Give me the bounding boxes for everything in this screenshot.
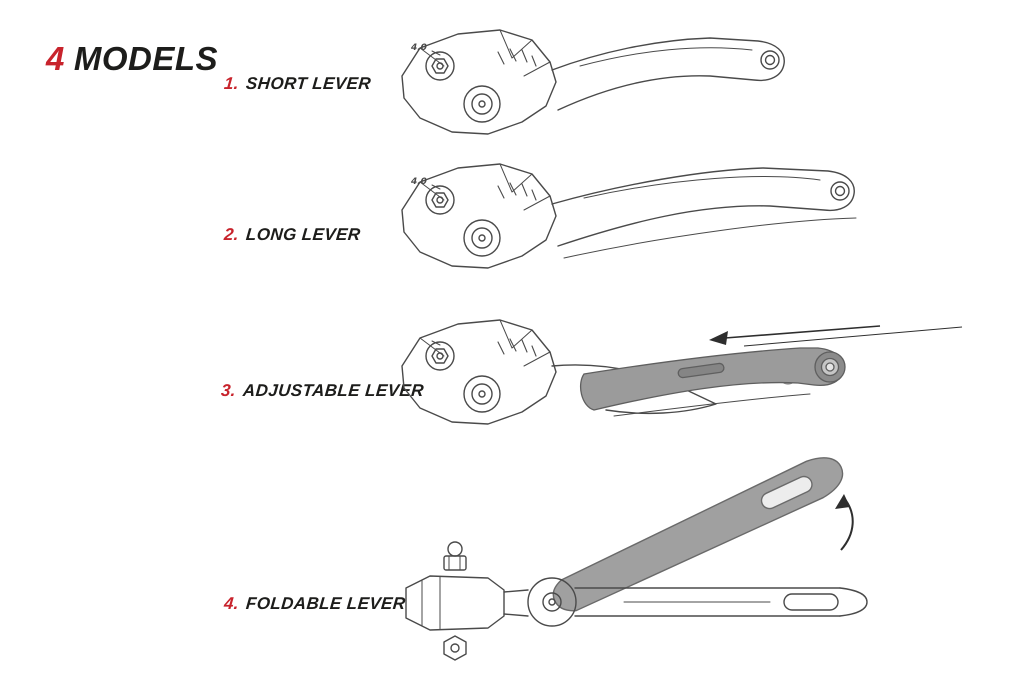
lever-bar — [574, 587, 841, 617]
adjuster-marking: 4.0 — [410, 43, 427, 53]
model-row-2-label: 2. LONG LEVER — [223, 225, 361, 245]
adjuster-dial-icon — [463, 375, 501, 413]
title-word: MODELS — [73, 40, 219, 77]
model-1-name: SHORT LEVER — [245, 74, 372, 93]
bottom-nut-icon — [443, 635, 467, 661]
lever-body — [401, 163, 557, 269]
tip-hole-icon — [760, 50, 780, 70]
short-lever-illustration: 4.0 — [401, 29, 785, 135]
adjuster-marking: 4.0 — [410, 177, 427, 187]
adjuster-dial-icon — [463, 85, 501, 123]
bar-slot-icon — [783, 593, 839, 611]
extend-arrow-icon — [709, 325, 963, 347]
lever-body — [401, 319, 557, 425]
top-bolt-icon — [443, 555, 467, 571]
model-1-number: 1. — [223, 74, 240, 93]
model-4-name: FOLDABLE LEVER — [245, 594, 407, 613]
clevis-bracket — [405, 575, 505, 631]
model-4-number: 4. — [223, 594, 240, 613]
model-row-4-label: 4. FOLDABLE LEVER — [223, 594, 406, 614]
adjuster-dial-icon — [463, 219, 501, 257]
foldable-lever-illustration — [405, 457, 868, 661]
pivot-bolt-icon — [425, 341, 455, 371]
tip-hole-icon — [830, 181, 850, 201]
fold-pivot-icon — [527, 577, 577, 627]
long-lever-illustration: 4.0 — [401, 163, 857, 269]
adjustable-lever-illustration — [401, 319, 963, 425]
fold-arrow-icon — [835, 494, 854, 551]
folded-blade — [552, 457, 844, 612]
pivot-bolt-icon — [425, 51, 455, 81]
lever-blade — [551, 167, 855, 247]
lever-blade — [551, 37, 785, 111]
extended-blade — [580, 347, 846, 411]
model-2-number: 2. — [223, 225, 240, 244]
pivot-bolt-icon — [425, 185, 455, 215]
model-2-name: LONG LEVER — [245, 225, 362, 244]
lever-body — [401, 29, 557, 135]
title-number: 4 — [46, 40, 65, 77]
model-row-1-label: 1. SHORT LEVER — [223, 74, 372, 94]
model-3-number: 3. — [220, 381, 237, 400]
